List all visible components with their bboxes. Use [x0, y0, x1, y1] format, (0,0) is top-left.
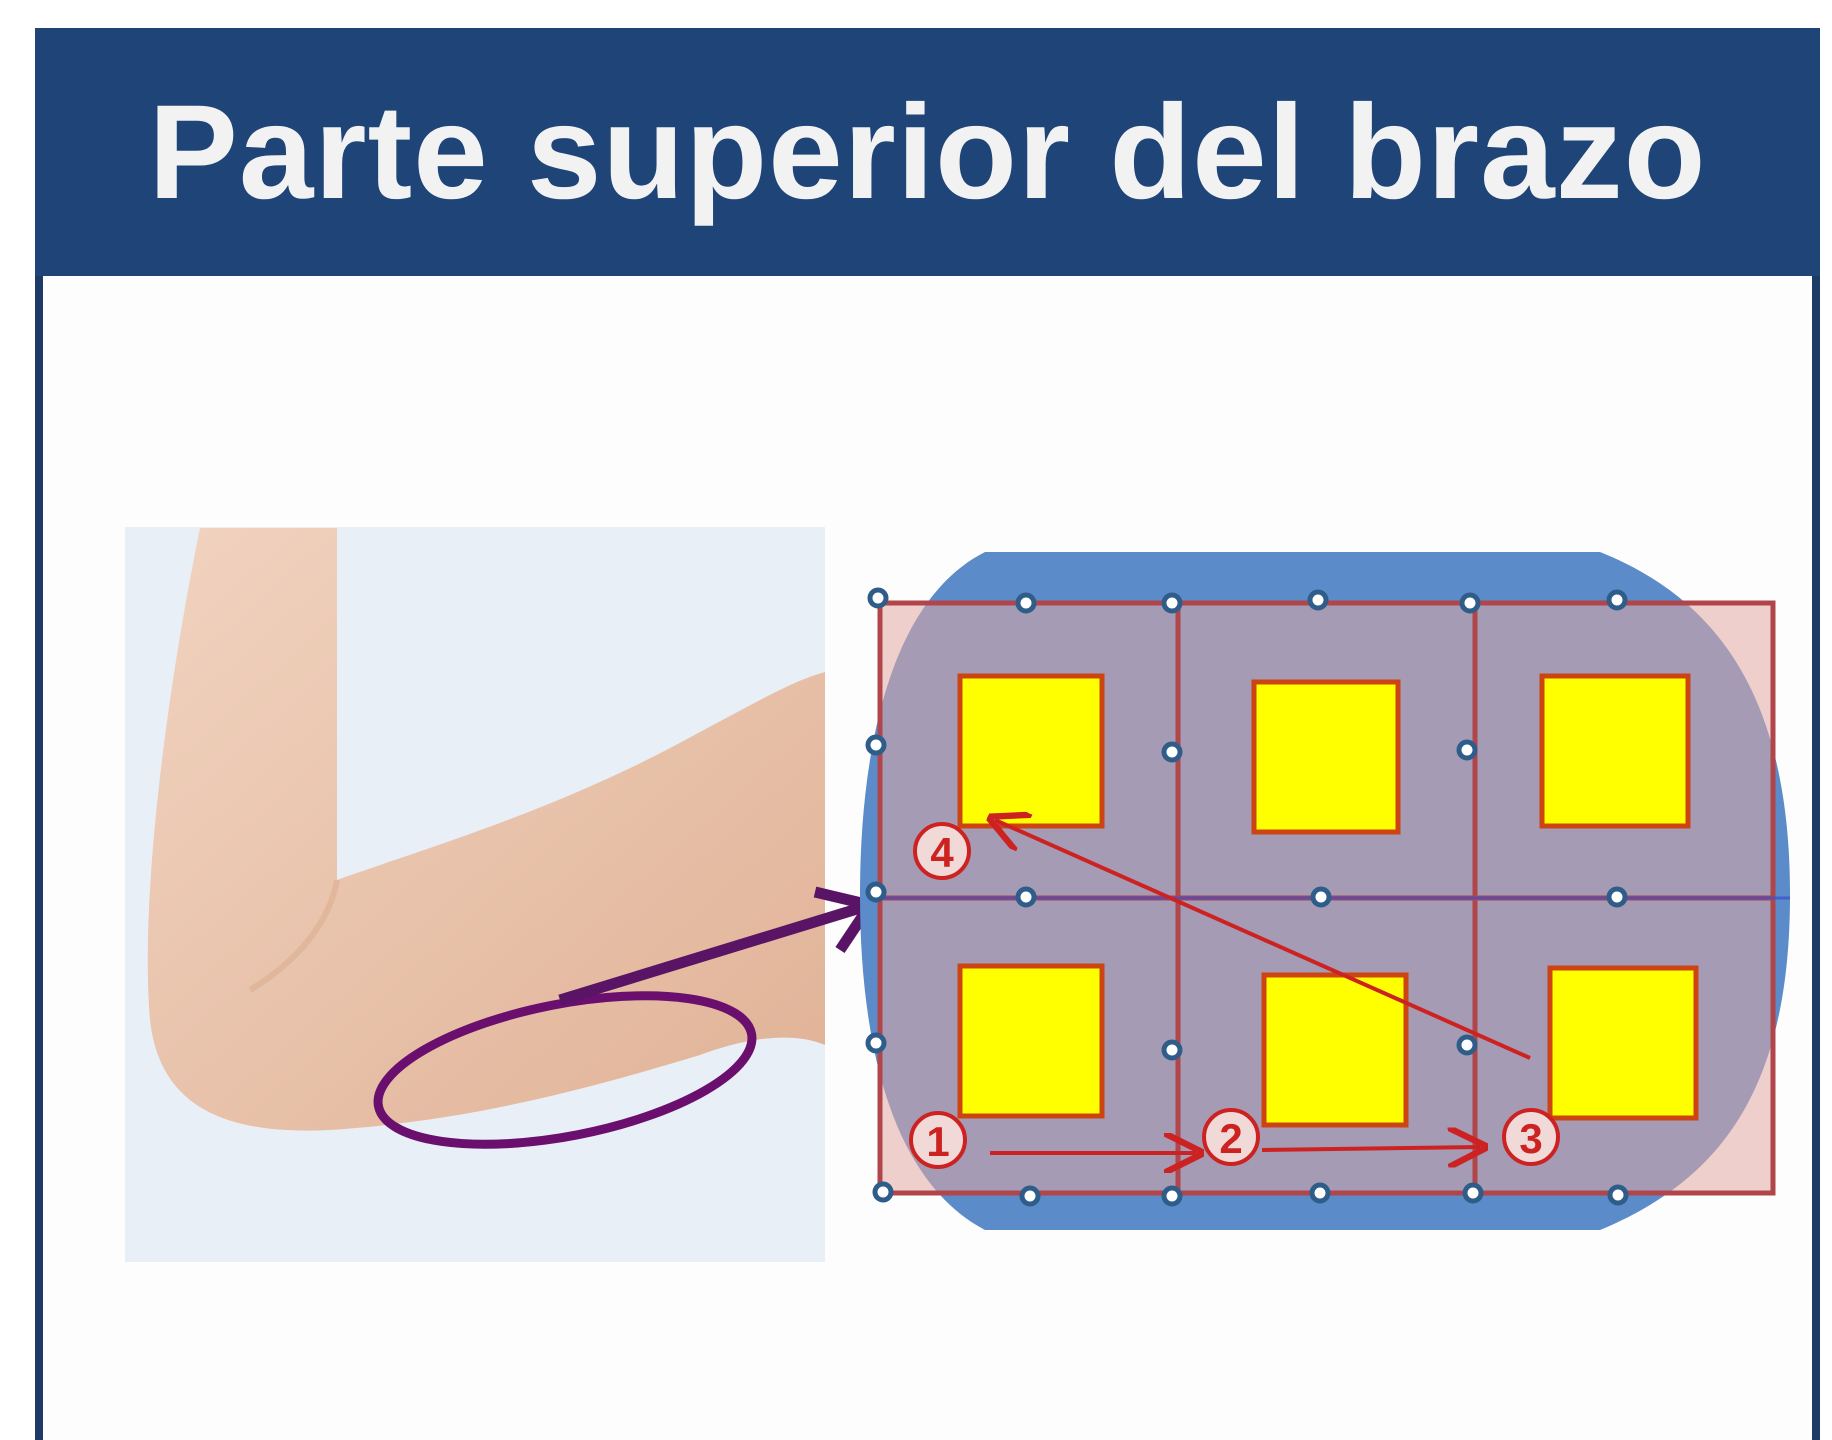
arrow-step-3-to-4 — [995, 820, 1531, 1060]
resize-handle-icon — [1462, 1182, 1484, 1204]
title-bar: Parte superior del brazo — [35, 28, 1820, 276]
electrode-pads — [957, 673, 1699, 1128]
resize-handle-icon — [1309, 1182, 1331, 1204]
resize-handle-icon — [1606, 589, 1628, 611]
step-label: 2 — [1219, 1115, 1242, 1162]
resize-handle-icon — [872, 1181, 894, 1203]
electrode-pad — [1261, 972, 1409, 1128]
resize-handle-icon — [865, 734, 887, 756]
target-area-ellipse — [373, 991, 757, 1149]
arm-illustration — [125, 527, 879, 1262]
resize-handle-icon — [1606, 886, 1628, 908]
resize-handle-icon — [1456, 739, 1478, 761]
resize-handle-icon — [1161, 1039, 1183, 1061]
resize-handle-icon — [1456, 1034, 1478, 1056]
resize-handle-icon — [865, 1032, 887, 1054]
sequence-arrows — [990, 820, 1531, 1153]
electrode-pad — [1251, 679, 1401, 835]
arm-shape — [147, 528, 826, 1131]
electrode-pad — [957, 673, 1105, 829]
step-marker-2: 2 — [1202, 1108, 1260, 1166]
resize-handle-icon — [1161, 741, 1183, 763]
resize-handle-icon — [867, 587, 889, 609]
electrode-diagram: 1 2 3 4 — [860, 552, 1790, 1230]
resize-handle-icon — [865, 881, 887, 903]
step-marker-1: 1 — [909, 1111, 967, 1169]
page-title: Parte superior del brazo — [148, 77, 1707, 227]
resize-handle-icon — [1015, 886, 1037, 908]
resize-handle-icon — [1307, 589, 1329, 611]
resize-handles — [865, 587, 1629, 1207]
step-label: 1 — [926, 1118, 949, 1165]
resize-handle-icon — [1459, 592, 1481, 614]
electrode-pad — [957, 963, 1105, 1119]
resize-handle-icon — [1019, 1185, 1041, 1207]
resize-handle-icon — [1015, 592, 1037, 614]
step-label: 3 — [1519, 1115, 1542, 1162]
elbow-shading — [248, 879, 340, 993]
step-label: 4 — [930, 829, 954, 876]
resize-handle-icon — [1161, 592, 1183, 614]
step-marker-3: 3 — [1502, 1108, 1560, 1166]
electrode-pad — [1547, 965, 1699, 1121]
resize-handle-icon — [1607, 1184, 1629, 1206]
resize-handle-icon — [1310, 886, 1332, 908]
electrode-pad — [1539, 673, 1691, 829]
arrow-step-2-to-3 — [1261, 1147, 1480, 1150]
resize-handle-icon — [1161, 1185, 1183, 1207]
step-marker-4: 4 — [913, 822, 971, 880]
